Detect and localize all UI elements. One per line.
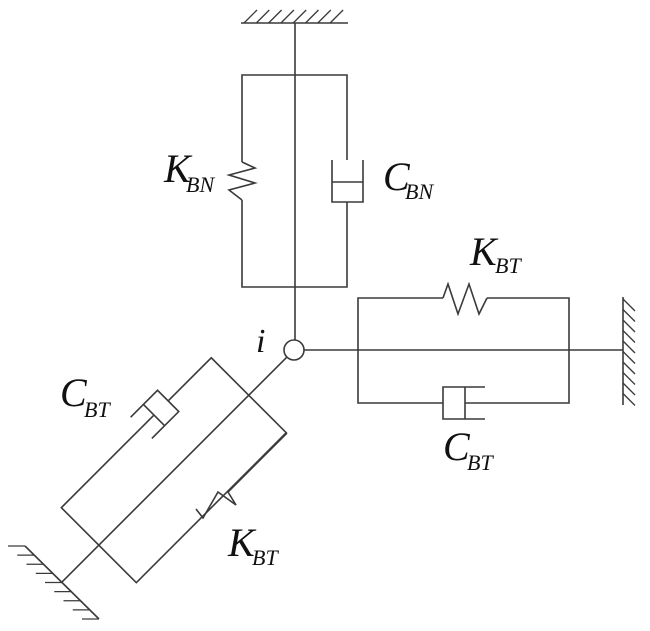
top-wall-hatch-mark bbox=[256, 10, 269, 23]
top-wall-hatch-mark bbox=[306, 10, 319, 23]
bottom-left-wall-support bbox=[8, 546, 99, 619]
right-wall-hatch-mark bbox=[623, 299, 635, 311]
right-wall-hatch-mark bbox=[623, 341, 635, 353]
right-wall-hatch-mark bbox=[623, 331, 635, 343]
node-label: i bbox=[256, 323, 265, 360]
label-cbt-diag: C BT bbox=[60, 370, 111, 422]
right-wall-hatch-mark bbox=[623, 320, 635, 332]
label-kbn: K BN bbox=[163, 146, 215, 197]
right-wall-hatch-mark bbox=[623, 373, 635, 385]
diagonal-parallel-assembly bbox=[14, 309, 324, 619]
label-cbt-right-sub: BT bbox=[467, 450, 494, 475]
label-cbt-diag-sub: BT bbox=[84, 397, 111, 422]
label-kbt-right-sub: BT bbox=[495, 253, 522, 278]
top-wall-support bbox=[241, 10, 348, 23]
top-wall-hatch-mark bbox=[269, 10, 282, 23]
label-kbt-diag: K BT bbox=[227, 520, 279, 570]
top-wall-hatching bbox=[244, 10, 343, 23]
top-wall-hatch-mark bbox=[244, 10, 257, 23]
top-wall-hatch-mark bbox=[293, 10, 306, 23]
kbt-diag-spring bbox=[196, 433, 287, 518]
label-cbn-sub: BN bbox=[405, 179, 434, 204]
cbt-diag-damper-rod bbox=[141, 415, 154, 428]
top-wall-hatch-mark bbox=[281, 10, 294, 23]
cbn-damper bbox=[332, 160, 363, 202]
label-kbt-diag-sub: BT bbox=[252, 545, 279, 570]
label-cbn: C BN bbox=[383, 154, 434, 204]
kbt-diag-spring-group bbox=[196, 433, 287, 518]
cbn-damper-cylinder bbox=[332, 160, 363, 202]
right-wall-hatch-mark bbox=[623, 362, 635, 374]
kbn-spring bbox=[229, 162, 255, 200]
tangential-parallel-assembly-right bbox=[358, 284, 569, 419]
right-wall-hatching bbox=[623, 299, 635, 406]
right-wall-hatch-mark bbox=[623, 352, 635, 364]
label-kbt-right: K BT bbox=[469, 229, 522, 278]
right-wall-hatch-mark bbox=[623, 383, 635, 395]
top-wall-hatch-mark bbox=[330, 10, 343, 23]
bottom-left-wall-hatching bbox=[8, 546, 99, 619]
top-wall-hatch-mark bbox=[318, 10, 331, 23]
right-wall-hatch-mark bbox=[623, 310, 635, 322]
kbt-right-spring bbox=[443, 284, 487, 314]
normal-parallel-assembly bbox=[229, 75, 363, 287]
right-wall-support bbox=[623, 297, 635, 406]
label-kbn-sub: BN bbox=[186, 172, 215, 197]
right-wall-hatch-mark bbox=[623, 394, 635, 406]
node-i-circle bbox=[284, 340, 304, 360]
label-cbt-right: C BT bbox=[443, 424, 494, 475]
